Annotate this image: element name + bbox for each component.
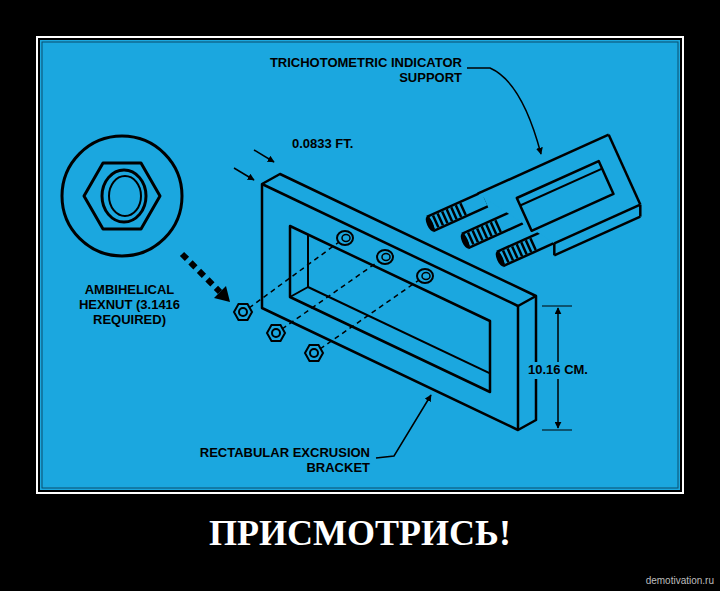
poster-frame xyxy=(37,37,683,493)
extension-line xyxy=(542,430,572,431)
rod-thread xyxy=(465,225,501,241)
leader-line xyxy=(467,68,541,154)
part-label: RECTABULAR EXCRUSION BRACKET xyxy=(155,446,370,476)
dimension-arrow xyxy=(254,150,274,162)
bracket-hole xyxy=(337,231,353,245)
rod-body xyxy=(465,216,520,241)
callout-circle xyxy=(62,136,182,256)
leader-line xyxy=(376,395,431,458)
assembly-lines xyxy=(249,242,419,349)
hexnut-symbol xyxy=(305,345,323,361)
bracket-hole xyxy=(377,250,393,264)
extension-line xyxy=(542,306,572,307)
hexnut-callout xyxy=(62,136,182,256)
bracket-drawing xyxy=(262,174,536,430)
blueprint-ground xyxy=(40,40,680,490)
rod-outline xyxy=(430,199,485,224)
watermark: demotivation.ru xyxy=(590,575,714,587)
bracket-hole xyxy=(342,235,350,242)
callout-arrowhead xyxy=(214,286,230,302)
callout-arrow xyxy=(182,254,220,292)
bracket-edge xyxy=(262,184,518,306)
support-edge xyxy=(553,243,556,255)
support-drawing xyxy=(478,135,641,256)
rod-tip xyxy=(494,250,506,267)
assembly-line xyxy=(282,261,379,329)
dimension-arrow xyxy=(234,168,254,180)
bracket-hole xyxy=(382,254,390,261)
assembly-line xyxy=(249,242,339,308)
bracket-edge xyxy=(517,306,520,430)
bracket-inner-edge xyxy=(307,235,309,287)
bracket-inner-edge xyxy=(308,287,490,373)
support-slot xyxy=(517,161,614,231)
hexnut-hole xyxy=(272,329,280,337)
rod-outline xyxy=(465,216,520,241)
leaders xyxy=(234,68,572,458)
hexnut-symbol xyxy=(267,325,285,341)
support-edge xyxy=(554,205,640,244)
poster-caption: ПРИСМОТРИСЬ! xyxy=(0,512,720,554)
bracket-opening xyxy=(290,226,490,392)
bracket-inner-edge xyxy=(290,287,308,297)
support-edge xyxy=(639,205,642,217)
hexnut-symbol xyxy=(234,304,252,320)
support-body xyxy=(478,135,641,256)
part-label: TRICHOTOMETRIC INDICATOR SUPPORT xyxy=(237,56,462,86)
hexnut-hole xyxy=(310,349,318,357)
rod-thread xyxy=(500,243,536,259)
dimension-label: 10.16 CM. xyxy=(525,362,591,379)
rod-body xyxy=(430,199,485,224)
hexnut-hole xyxy=(239,308,247,316)
blueprint-border xyxy=(42,42,678,488)
bracket-hole xyxy=(417,269,433,283)
hexnut-symbol xyxy=(84,163,160,229)
bracket-edge xyxy=(518,296,536,306)
dimension-label: 0.0833 FT. xyxy=(292,137,353,152)
part-label: AMBIHELICAL HEXNUT (3.1416 REQUIRED) xyxy=(62,283,197,328)
bracket-outline xyxy=(262,174,536,430)
rod-tip xyxy=(459,232,471,249)
support-slot-depth xyxy=(520,169,602,206)
rod-tip xyxy=(424,215,436,232)
bracket-hole xyxy=(422,273,430,280)
support-edge xyxy=(554,217,640,256)
rod-thread xyxy=(430,208,466,224)
assembly-line xyxy=(320,280,419,349)
hexnut-hole xyxy=(102,170,146,222)
hexnut-hole xyxy=(109,176,141,216)
